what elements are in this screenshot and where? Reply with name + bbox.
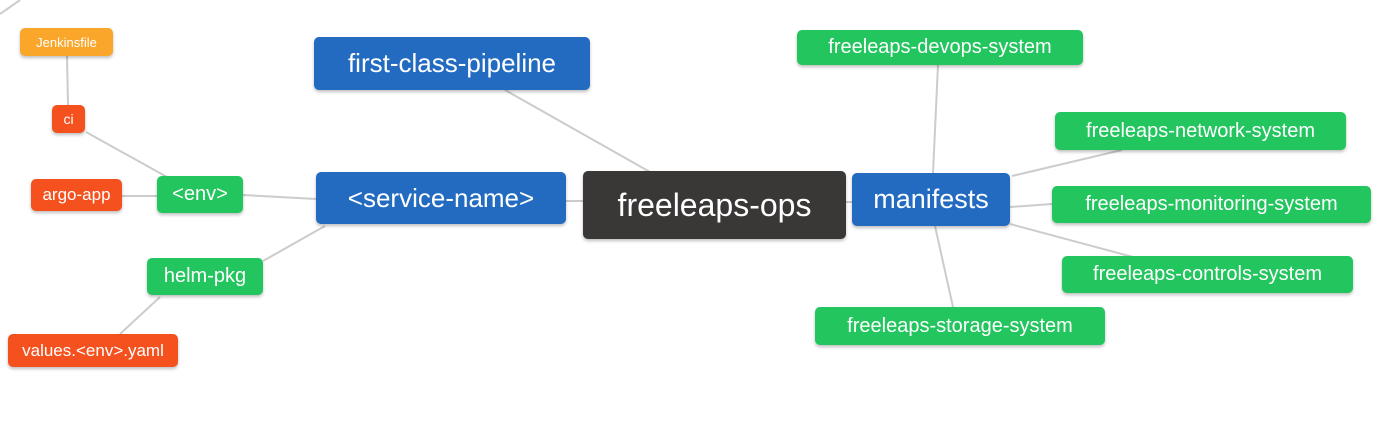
node-manifests[interactable]: manifests	[852, 173, 1010, 226]
node-argo-app[interactable]: argo-app	[31, 179, 122, 211]
node-storage-system[interactable]: freeleaps-storage-system	[815, 307, 1105, 345]
node-freeleaps-ops-root[interactable]: freeleaps-ops	[583, 171, 846, 239]
edge-manifests-controls	[1009, 223, 1134, 258]
edge-manifests-network	[1011, 149, 1123, 177]
edge-env-service-name	[242, 194, 317, 200]
node-devops-system[interactable]: freeleaps-devops-system	[797, 30, 1083, 65]
edge-jenkinsfile-ci	[66, 55, 69, 106]
node-first-class-pipeline[interactable]: first-class-pipeline	[314, 37, 590, 90]
node-values-env-yaml[interactable]: values.<env>.yaml	[8, 334, 178, 367]
edge-ci-env	[85, 131, 168, 178]
node-env[interactable]: <env>	[157, 176, 243, 213]
edge-manifests-devops	[932, 64, 939, 174]
node-monitoring-system[interactable]: freeleaps-monitoring-system	[1052, 186, 1371, 223]
node-jenkinsfile[interactable]: Jenkinsfile	[20, 28, 113, 56]
edge-manifests-monitoring	[1009, 203, 1053, 208]
node-service-name[interactable]: <service-name>	[316, 172, 566, 224]
edge-pipeline-root	[504, 89, 651, 173]
node-ci[interactable]: ci	[52, 105, 85, 133]
node-network-system[interactable]: freeleaps-network-system	[1055, 112, 1346, 150]
node-helm-pkg[interactable]: helm-pkg	[147, 258, 263, 295]
edge-values-helm-pkg	[119, 296, 161, 335]
edge-helm-pkg-service-name	[262, 225, 326, 262]
edge-manifests-storage	[934, 225, 954, 308]
node-controls-system[interactable]: freeleaps-controls-system	[1062, 256, 1353, 293]
edge-offscreen-corner	[0, 0, 21, 15]
